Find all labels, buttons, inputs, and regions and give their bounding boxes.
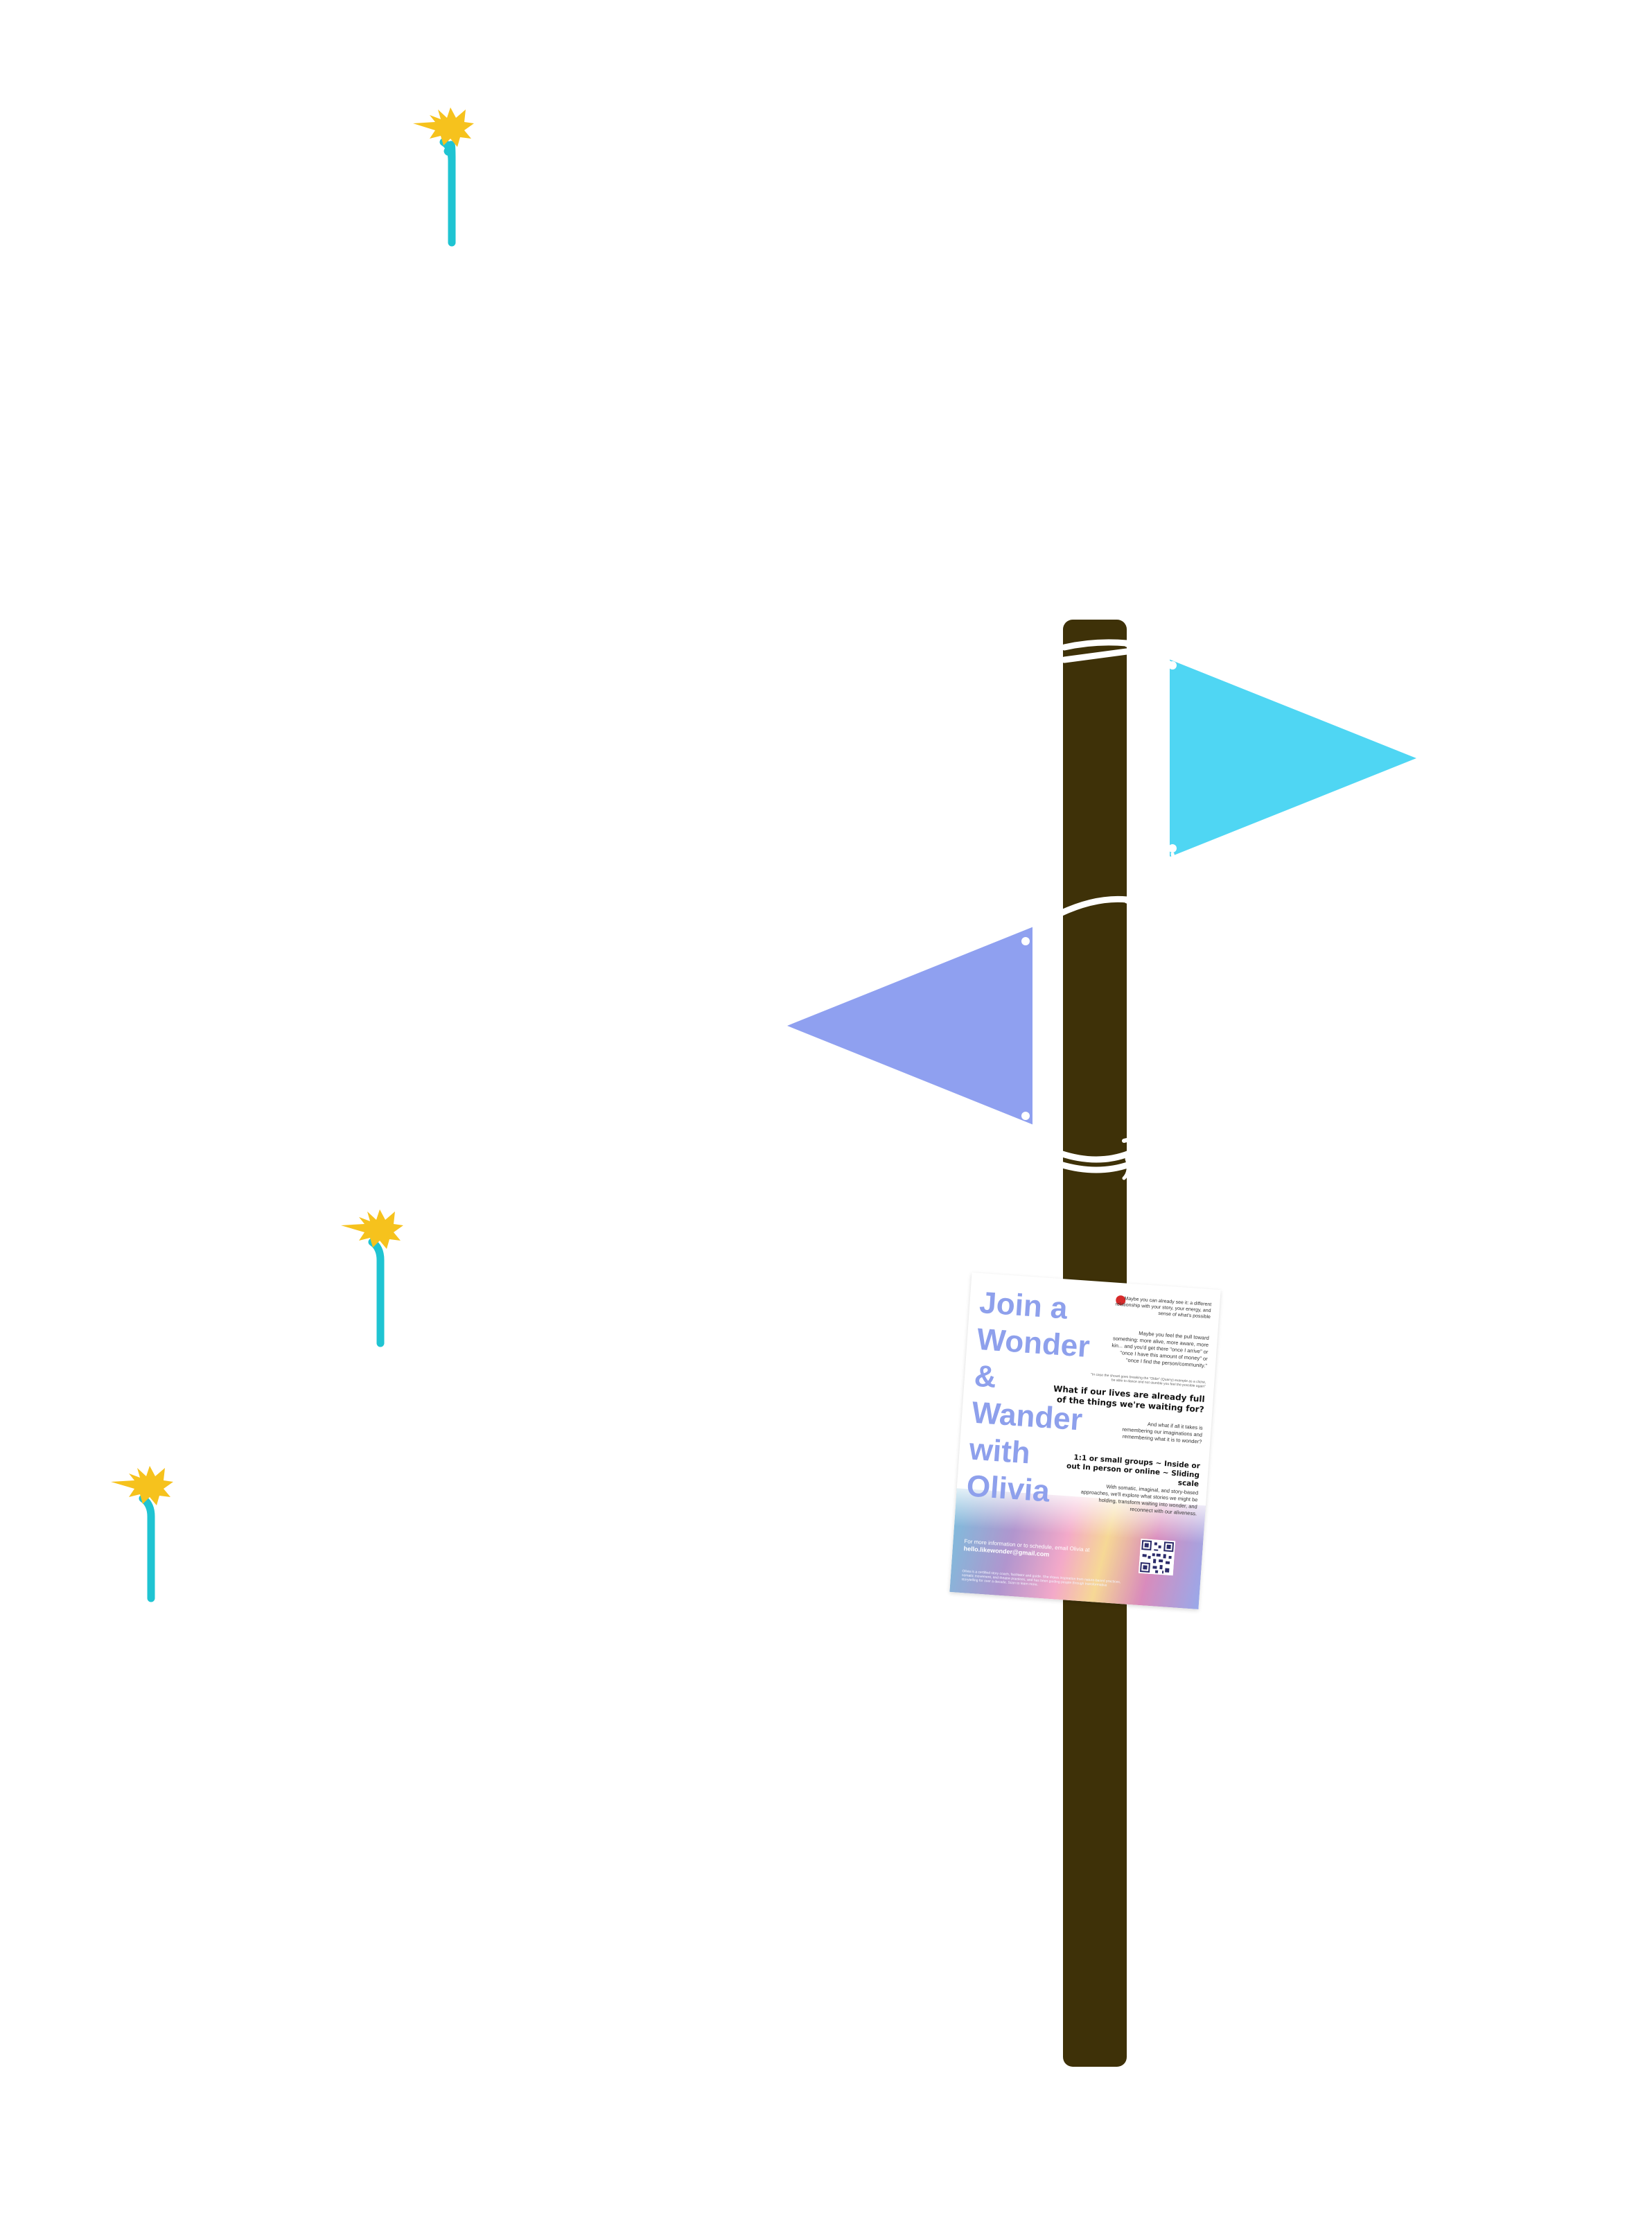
flyer-and-what: And what if all it takes is remembering …: [1122, 1421, 1204, 1445]
flyer-pull: Maybe you feel the pull toward something…: [1111, 1330, 1210, 1370]
flower-icon: [341, 1209, 403, 1347]
flag-lower: [787, 926, 1038, 1126]
flag-upper: [1164, 658, 1416, 858]
rope: [1033, 639, 1176, 1180]
flower-icon: [111, 1466, 173, 1602]
flyer-quote-note: "In case the shovel goes breaking the "O…: [1090, 1372, 1206, 1389]
qr-code-icon[interactable]: [1138, 1538, 1176, 1576]
flyer-intro: Maybe you can already see it: a differen…: [1115, 1296, 1212, 1320]
flyer-poster[interactable]: Join a Wonder & Wander with Olivia Maybe…: [949, 1272, 1221, 1609]
flower-icon: [413, 107, 474, 247]
